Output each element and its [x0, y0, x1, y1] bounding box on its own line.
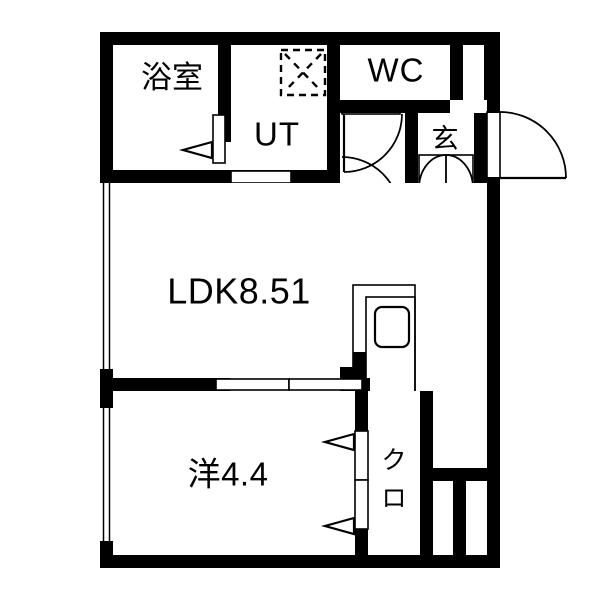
closet-doors[interactable]	[320, 430, 369, 536]
wc-door[interactable]	[342, 113, 403, 173]
closet-label-2: ロ	[381, 485, 406, 513]
washer-space-icon	[279, 48, 327, 97]
room-bathroom: 浴室	[113, 45, 218, 170]
window-upper	[100, 175, 113, 371]
entrance-label: 玄	[432, 124, 459, 154]
front-door[interactable]	[486, 111, 567, 180]
closet-label-1: ク	[381, 447, 406, 475]
room-bedroom: 洋4.4	[113, 391, 355, 555]
room-utility: UT	[231, 45, 327, 170]
room-living: LDK8.51	[113, 183, 487, 378]
right-alcoves	[433, 391, 487, 555]
toilet-label: WC	[368, 52, 425, 89]
room-toilet: WC	[340, 45, 450, 100]
bedroom-label: 洋4.4	[188, 456, 269, 493]
ldk-sliding-door[interactable]	[215, 378, 363, 391]
utility-label: UT	[254, 116, 300, 153]
bathroom-label-1: 浴室	[141, 60, 203, 95]
wall-overlay	[100, 32, 500, 568]
living-label: LDK8.51	[167, 271, 311, 312]
bath-door[interactable]	[178, 114, 226, 164]
window-lower	[100, 406, 113, 543]
pipe-shaft	[463, 45, 484, 100]
